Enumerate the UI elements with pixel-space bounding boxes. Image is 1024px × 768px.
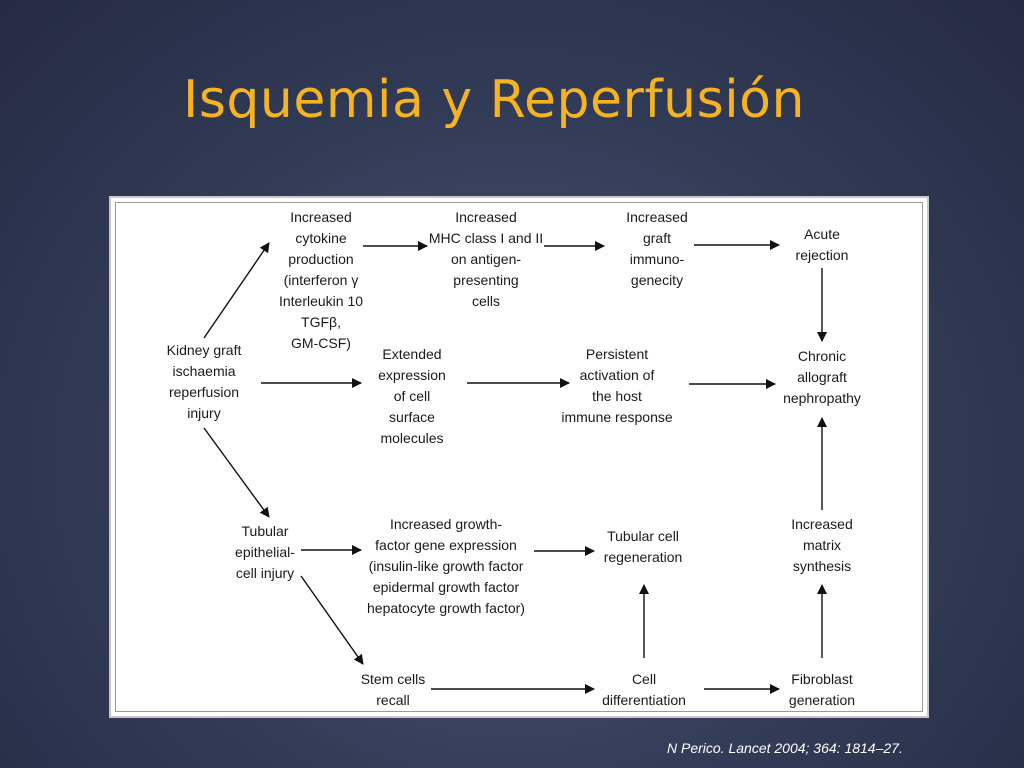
flowchart-figure: Kidney graft ischaemia reperfusion injur… xyxy=(109,196,929,718)
arrow-kidney-to-tubular-injury xyxy=(203,427,270,518)
node-stem-cells-recall: Stem cells recall xyxy=(360,671,426,708)
arrows-layer xyxy=(203,240,827,694)
node-fibroblast-generation: Fibroblast generation xyxy=(788,671,856,708)
node-chronic-nephropathy: Chronic allograft nephropathy xyxy=(783,348,861,406)
node-cell-differentiation: Cell differentiation xyxy=(602,671,686,708)
node-increased-immunogenicity: Increased graft immuno- genecity xyxy=(626,209,688,288)
arrow-tubular-injury-to-stem xyxy=(300,575,364,665)
citation: N Perico. Lancet 2004; 364: 1814–27. xyxy=(667,740,903,756)
node-acute-rejection: Acute rejection xyxy=(795,226,849,263)
node-persistent-activation: Persistent activation of the host immune… xyxy=(561,346,673,425)
node-tubular-regeneration: Tubular cell regeneration xyxy=(603,528,683,565)
node-increased-growth-factor: Increased growth- factor gene expression… xyxy=(367,516,525,616)
node-increased-matrix: Increased matrix synthesis xyxy=(791,516,853,574)
node-extended-expression: Extended expression of cell surface mole… xyxy=(378,346,446,446)
arrow-kidney-to-cytokine xyxy=(203,242,270,339)
slide-title: Isquemia y Reperfusión xyxy=(183,70,805,130)
node-tubular-epithelial-injury: Tubular epithelial- cell injury xyxy=(235,523,295,581)
node-increased-mhc: Increased MHC class I and II on antigen-… xyxy=(428,209,544,309)
figure-inner-border xyxy=(115,202,923,712)
node-increased-cytokine: Increased cytokine production (interfero… xyxy=(278,209,364,351)
node-kidney-graft-injury: Kidney graft ischaemia reperfusion injur… xyxy=(166,342,242,421)
